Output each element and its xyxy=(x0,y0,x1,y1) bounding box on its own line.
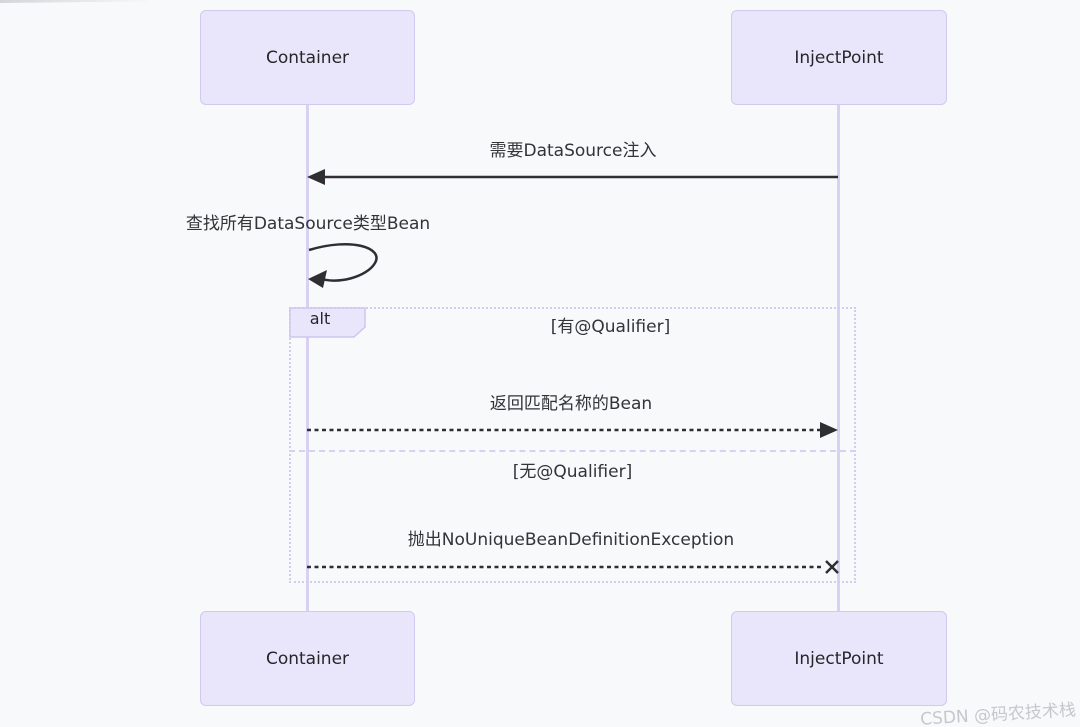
alt-frame xyxy=(289,307,856,583)
message-return-bean: 返回匹配名称的Bean xyxy=(489,394,653,414)
message-need-datasource: 需要DataSource注入 xyxy=(489,141,657,161)
alt-guard-has-qualifier: [有@Qualifier] xyxy=(550,317,671,337)
message-throw-exception: 抛出NoUniqueBeanDefinitionException xyxy=(407,530,735,550)
actor-label: InjectPoint xyxy=(794,648,884,669)
actor-injectpoint-top: InjectPoint xyxy=(731,10,947,105)
alt-guard-no-qualifier: [无@Qualifier] xyxy=(512,462,633,482)
actor-container-top: Container xyxy=(200,10,415,105)
solid-arrow-inject-to-container xyxy=(307,169,838,185)
lifeline-container xyxy=(306,105,309,611)
alt-label: alt xyxy=(289,307,366,338)
message-find-beans: 查找所有DataSource类型Bean xyxy=(185,214,431,234)
lifeline-injectpoint xyxy=(837,105,840,611)
screen-edge-artifact xyxy=(0,0,148,4)
actor-container-bottom: Container xyxy=(200,611,415,706)
actor-injectpoint-bottom: InjectPoint xyxy=(731,611,947,706)
actor-label: InjectPoint xyxy=(794,47,884,68)
alt-section-divider xyxy=(289,450,856,452)
actor-label: Container xyxy=(265,47,350,68)
actor-label: Container xyxy=(265,648,350,669)
alt-label-text: alt xyxy=(309,309,331,328)
self-loop-arrow xyxy=(308,242,378,288)
